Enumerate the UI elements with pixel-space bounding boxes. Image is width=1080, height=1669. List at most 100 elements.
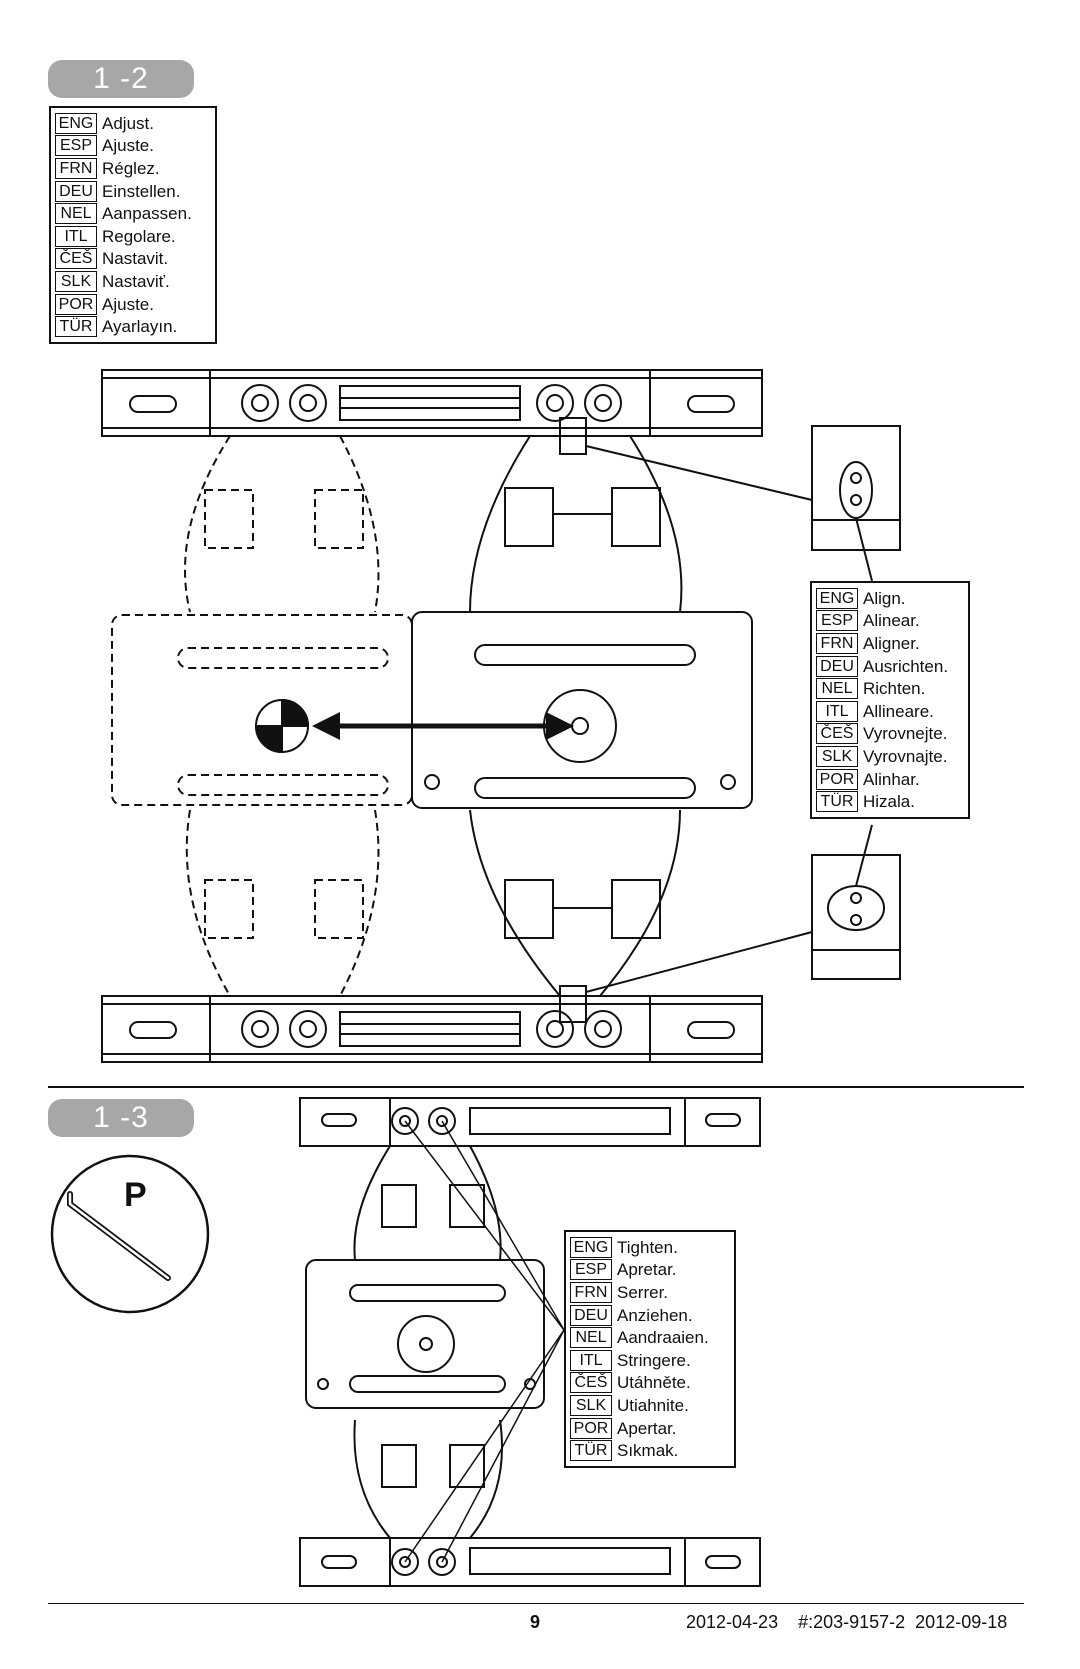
language-code: ITL [570,1349,612,1371]
bottom-rail-step-1-3 [299,1537,761,1587]
instruction-text: Einstellen. [102,181,181,201]
instruction-text: Stringere. [617,1350,691,1370]
language-code: DEU [570,1304,612,1326]
language-code: ITL [55,225,97,247]
instruction-text: Tighten. [617,1237,678,1257]
instruction-text: Adjust. [102,113,154,133]
adjust-double-arrow [312,712,574,740]
hex-key-tool-icon [50,1154,210,1314]
instruction-text: Serrer. [617,1282,669,1302]
instruction-text: Utáhněte. [617,1373,691,1393]
language-code: FRN [55,157,97,179]
instruction-text: Apertar. [617,1418,677,1438]
instruction-text: Ajuste. [102,294,154,314]
footer-rule [48,1603,1024,1604]
instruction-text: Utiahnite. [617,1395,689,1415]
language-code: ČEŠ [570,1372,612,1394]
arm-step-1-3 [305,1145,545,1539]
instruction-text: Nastavit. [102,249,169,269]
language-code: ITL [816,700,858,722]
language-code: TÜR [570,1440,612,1462]
language-code: SLK [570,1394,612,1416]
language-code: NEL [816,678,858,700]
language-code: ENG [816,587,858,609]
instruction-text: Richten. [863,679,926,699]
language-code: ČEŠ [816,723,858,745]
language-code: DEU [55,180,97,202]
language-code: POR [55,293,97,315]
language-code: NEL [55,203,97,225]
tighten-leader-lines [404,1120,565,1563]
instruction-text: Ausrichten. [863,656,949,676]
instruction-text: Réglez. [102,158,160,178]
language-code: POR [570,1417,612,1439]
instruction-text: Ajuste. [102,136,154,156]
language-code: ENG [55,112,97,134]
top-rail-step-1-3 [299,1097,761,1147]
instruction-text: Hizala. [863,792,915,812]
instruction-text: Alinear. [863,611,920,631]
language-code: ESP [55,135,97,157]
top-rail [101,369,763,455]
instruction-text: Sıkmak. [617,1441,679,1461]
language-code: ESP [816,610,858,632]
language-code: ČEŠ [55,248,97,270]
instruction-text: Allineare. [863,701,934,721]
instruction-text: Nastaviť. [102,271,170,291]
instruction-text: Regolare. [102,226,176,246]
instruction-text: Aanpassen. [102,204,192,224]
step-badge-1-3: 1 -3 [48,1099,194,1137]
page-number: 9 [530,1612,541,1632]
instruction-text: Vyrovnajte. [863,746,948,766]
detail-view-bottom [585,824,901,993]
detail-view-top [585,425,901,582]
language-code: ESP [570,1259,612,1281]
bottom-rail [101,985,763,1063]
language-code: ENG [570,1236,612,1258]
instruction-text: Ayarlayın. [102,317,178,337]
language-code: TÜR [55,316,97,338]
language-code: POR [816,768,858,790]
instruction-text: Apretar. [617,1260,677,1280]
instruction-text: Align. [863,588,906,608]
instruction-text: Aligner. [863,633,920,653]
step-badge-1-2: 1 -2 [48,60,194,98]
language-code: FRN [816,632,858,654]
instruction-text: Anziehen. [617,1305,693,1325]
language-code: SLK [816,745,858,767]
language-code: TÜR [816,791,858,813]
language-code: NEL [570,1327,612,1349]
